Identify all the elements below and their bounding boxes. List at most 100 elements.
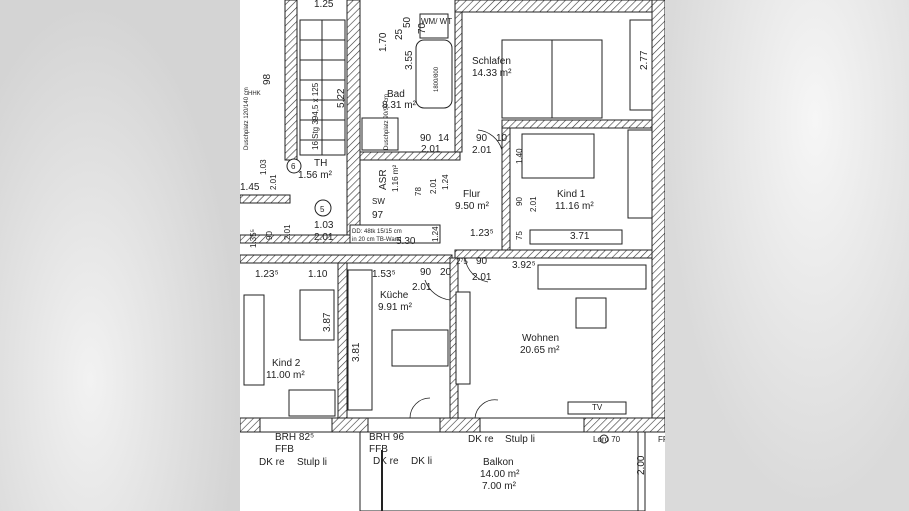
plan-label: 2.01: [472, 145, 492, 156]
plan-label: 1.40: [515, 148, 524, 164]
plan-label: 10: [496, 133, 508, 144]
room-area: 11.00 m²: [266, 370, 305, 381]
room-name: Bad: [387, 89, 405, 100]
plan-label: 2.01: [529, 196, 538, 212]
bed-kind2: [299, 289, 335, 341]
room-area: 1.16 m²: [391, 165, 400, 192]
plan-label: 1.35⁵: [249, 229, 258, 248]
balcony: [359, 431, 646, 511]
room-name: Kind 2: [272, 358, 301, 369]
room-area: 8.31 m²: [382, 100, 417, 111]
room-area: 1.56 m²: [298, 170, 333, 181]
plan-label: 2.00: [636, 455, 647, 475]
plan-label: 50: [402, 16, 413, 28]
plan-label: in 20 cm TB-Wand: [352, 237, 401, 243]
plan-label: 2.01: [412, 282, 432, 293]
plan-label: 6: [291, 162, 296, 171]
room-area: 14.00 m²: [480, 469, 520, 480]
room-name: ASR: [378, 169, 389, 190]
plan-label: 3.55: [404, 50, 415, 70]
stairs: [299, 19, 346, 156]
plan-label: 5: [320, 205, 325, 214]
plan-label: HHK: [248, 91, 261, 97]
tv-bench: [567, 401, 627, 415]
sofa: [537, 264, 647, 290]
dimension-labels: 3.55 1.70 25 50 70 90 14 2.01 90 10 2.01…: [240, 0, 650, 475]
room-name: TH: [314, 158, 327, 169]
plan-label: 1.70: [378, 32, 389, 52]
fixture-labels: TV WM/ WT 1800/800 Loro 70 FR HHK SW 16 …: [244, 17, 665, 444]
plan-label: FR: [658, 435, 665, 444]
room-name: Wohnen: [522, 333, 559, 344]
marker-6: [286, 158, 302, 174]
plan-label: 2.01: [472, 272, 492, 283]
washer-dryer: [419, 13, 449, 39]
plan-label: 1.23⁵: [255, 269, 279, 280]
plan-label: Duschplatz 120/140 cm: [244, 87, 250, 150]
plan-label: 5.22: [336, 88, 347, 108]
blurred-background-left: [0, 0, 240, 511]
plan-label: 1.03: [314, 220, 334, 231]
plan-label: 90: [420, 267, 432, 278]
plan-label: 2.01: [421, 144, 441, 155]
door-swings: [409, 129, 503, 419]
plan-label: 97: [372, 210, 384, 221]
plan-label: 3.71: [570, 231, 590, 242]
bathtub: [415, 39, 453, 109]
plan-label: FFB: [369, 444, 388, 455]
furniture: [243, 13, 647, 417]
cabinet-wohnen: [455, 291, 471, 385]
plan-label: BRH 96: [369, 432, 404, 443]
room-name: Balkon: [483, 457, 514, 468]
plan-label: 1.03: [259, 159, 268, 175]
wardrobe-kind1: [529, 229, 623, 245]
plan-label: Stulp li: [297, 457, 327, 468]
plan-label: 1.25: [314, 0, 334, 10]
room-labels: Schlafen 14.33 m² Bad 8.31 m² Flur 9.50 …: [266, 56, 594, 492]
room-name: Schlafen: [472, 56, 511, 67]
floor-plan: Schlafen 14.33 m² Bad 8.31 m² Flur 9.50 …: [240, 0, 665, 511]
plan-label: 2.77: [639, 50, 650, 70]
plan-label: 25: [394, 28, 405, 40]
plan-label: DK re: [259, 457, 285, 468]
wardrobe-kind2: [243, 294, 265, 386]
plan-label: Stulp li: [505, 434, 535, 445]
marker-5: [314, 199, 332, 217]
bed-kind1: [521, 133, 595, 179]
plan-label: 1.45: [240, 182, 260, 193]
plan-label: 78: [414, 187, 423, 196]
plan-label: DK li: [411, 456, 432, 467]
plan-label: 20: [440, 267, 452, 278]
dining-table: [391, 329, 449, 367]
plan-label: 2.01: [429, 178, 438, 194]
plan-label: 90: [476, 133, 488, 144]
room-area: 11.16 m²: [555, 201, 594, 212]
plan-label: 14: [438, 133, 450, 144]
plan-label: BRH 82⁵: [275, 432, 314, 443]
plan-label: 3.81: [351, 342, 362, 362]
plan-label: DK re: [468, 434, 494, 445]
blurred-background-right: [665, 0, 909, 511]
kitchen-counter: [347, 269, 373, 411]
plan-label: 16 Stg 394,5 x 125: [311, 82, 320, 150]
plan-label: 1.23⁵: [470, 228, 494, 239]
plan-label: 2.01: [269, 174, 278, 190]
plan-label: 1.10: [308, 269, 328, 280]
desk-kind2: [288, 389, 336, 417]
plan-label: 3.87: [322, 312, 333, 332]
plan-label: Loro 70: [593, 435, 621, 444]
plan-label: DD: 48tk 15/15 cm: [352, 229, 402, 235]
room-area: 20.65 m²: [520, 345, 560, 356]
window-labels: BRH 82⁵ FFB DK re Stulp li BRH 96 FFB DK…: [259, 432, 535, 468]
plan-label: 90: [420, 133, 432, 144]
room-name: Küche: [380, 290, 409, 301]
room-area: 14.33 m²: [472, 68, 512, 79]
plan-label: 5.30: [396, 236, 416, 247]
room-name: Kind 1: [557, 189, 586, 200]
dd-note-box: [349, 224, 441, 244]
plan-label: 75: [515, 231, 524, 240]
plan-label: 1800/800: [434, 66, 440, 92]
room-name: Flur: [463, 189, 481, 200]
coffee-table: [575, 297, 607, 329]
plan-label: SW: [372, 197, 385, 206]
